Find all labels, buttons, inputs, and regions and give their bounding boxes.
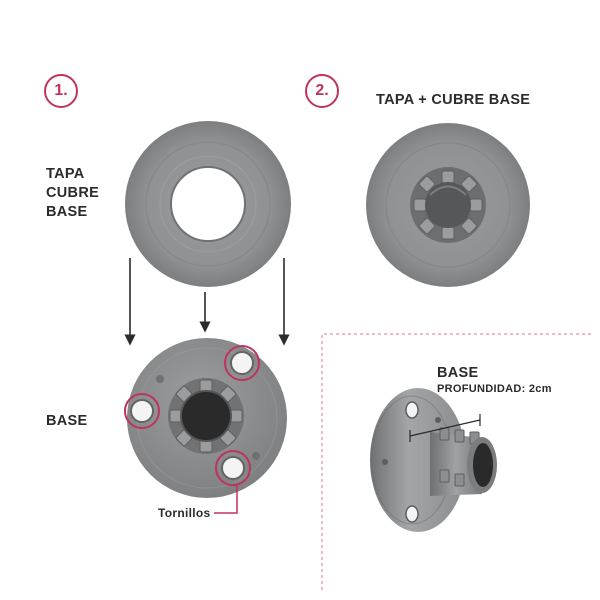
tapa-cubre-base-part (125, 121, 291, 287)
label-tornillos: Tornillos (158, 506, 211, 520)
label-tapa-line2: CUBRE (46, 185, 100, 201)
step-1-number: 1. (54, 82, 68, 99)
label-combined: TAPA + CUBRE BASE (376, 92, 531, 108)
label-detail-base: BASE (437, 365, 479, 381)
step-1-badge: 1. (44, 74, 78, 108)
label-profundidad: PROFUNDIDAD: 2cm (437, 383, 552, 395)
step-2-badge: 2. (305, 74, 339, 108)
base-part-perspective (370, 388, 497, 532)
label-base: BASE (46, 413, 88, 429)
tornillos-leader-line (214, 485, 238, 514)
label-tapa-line3: BASE (46, 204, 88, 220)
step-2-number: 2. (315, 82, 329, 99)
screw-hole-highlight-icon (124, 345, 260, 486)
depth-dimension-line (409, 414, 481, 442)
base-part-front (127, 338, 287, 498)
dashed-separator (321, 333, 592, 590)
tapa-cubre-base-assembled-part (366, 123, 530, 287)
label-tapa-line1: TAPA (46, 166, 85, 182)
label-tapa-cubre-base: TAPA CUBRE BASE (46, 165, 99, 222)
